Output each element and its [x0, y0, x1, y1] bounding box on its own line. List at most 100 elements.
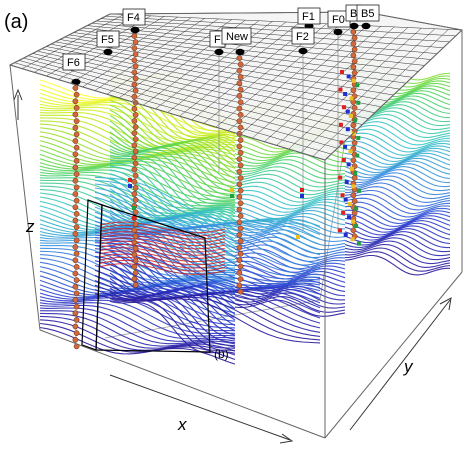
axis-arrows	[13, 88, 452, 444]
sample-marker	[341, 105, 346, 110]
well-sample-dot	[350, 29, 357, 35]
layer-line	[234, 240, 346, 259]
sample-marker	[343, 232, 348, 237]
sample-marker	[340, 193, 345, 198]
layer-line	[39, 162, 236, 199]
well-sample-dot	[72, 323, 79, 330]
sample-marker	[343, 197, 348, 202]
well-sample-dot	[72, 177, 79, 184]
sample-marker	[338, 122, 343, 127]
layer-line	[39, 153, 236, 192]
layer-line	[344, 172, 451, 192]
layer-line	[234, 225, 346, 243]
layer-line	[94, 234, 321, 283]
fault-zone-line	[99, 247, 226, 259]
well-sample-dot	[72, 310, 79, 317]
layer-line	[344, 182, 451, 203]
grid-line	[87, 25, 431, 60]
well-sample-dot	[236, 67, 243, 74]
well-sample-dot	[73, 158, 80, 164]
layer-line	[234, 202, 346, 217]
well-sample-dot	[73, 290, 80, 297]
layer-line	[39, 299, 236, 334]
well-sample-dot	[131, 227, 138, 234]
layer-line	[39, 100, 236, 136]
layer-line	[234, 209, 346, 223]
well-sample-dot	[132, 87, 139, 94]
well-sample-dot	[73, 184, 80, 191]
layer-line	[94, 211, 321, 265]
sample-marker	[351, 78, 356, 83]
well-sample-dot	[73, 303, 80, 310]
well-sample-dot	[73, 237, 80, 244]
well-sample-dot	[73, 330, 80, 336]
layer-line	[344, 160, 451, 175]
well-sample-dot	[72, 257, 79, 264]
well-sample-dot	[73, 118, 80, 124]
well-sample-dot	[132, 209, 139, 215]
well-sample-dot	[131, 191, 138, 197]
fault-zone-line	[99, 221, 226, 234]
sample-marker	[356, 188, 361, 193]
layer-line	[344, 144, 451, 163]
layer-line	[39, 165, 235, 201]
layer-line	[234, 222, 346, 238]
layer-line	[235, 236, 346, 255]
well-sample-dot	[72, 270, 79, 277]
layer-line	[344, 209, 451, 228]
well-sample-dot	[237, 250, 244, 257]
layer-line	[39, 117, 236, 153]
layer-line	[344, 148, 451, 166]
well-sample-dot	[72, 217, 79, 224]
well-sample-dot	[237, 276, 244, 282]
grid-line	[64, 36, 400, 90]
layer-line	[234, 185, 346, 203]
inset-frame	[81, 199, 211, 353]
layer-line	[344, 231, 450, 249]
layer-line	[344, 128, 451, 150]
well-sample-dot	[236, 80, 243, 87]
fault-zone-line	[99, 240, 226, 253]
layer-line	[39, 284, 236, 322]
well-sample-dot	[73, 131, 80, 138]
well-label-box	[297, 7, 321, 25]
well-sample-dot	[237, 238, 244, 245]
well-sample-dot	[132, 136, 139, 143]
well-sample-dot	[73, 277, 80, 283]
grid-line	[14, 62, 332, 155]
layer-line	[109, 151, 236, 206]
layer-line	[344, 189, 451, 211]
well-head-marker	[235, 48, 245, 56]
well-sample-dot	[73, 250, 80, 257]
well-sample-dot	[351, 139, 358, 146]
well-sample-dot	[132, 257, 139, 264]
grid-line	[91, 23, 438, 54]
layer-line	[109, 131, 236, 190]
layer-line	[109, 125, 236, 185]
well-sample-dot	[351, 34, 358, 41]
layer-line	[344, 254, 450, 276]
well-head-marker	[71, 78, 81, 86]
sample-marker	[354, 224, 359, 228]
sample-marker	[128, 184, 132, 188]
well-label-box	[96, 30, 120, 48]
well-label: F1	[302, 11, 315, 23]
sample-marker	[350, 237, 355, 242]
sample-marker	[343, 92, 348, 96]
sample-marker	[339, 140, 344, 145]
well-label: F	[214, 34, 221, 46]
well-head-marker	[130, 26, 140, 34]
well-sample-dot	[351, 174, 358, 181]
well-sample-dot	[236, 143, 243, 150]
well-sample-dot	[73, 105, 80, 111]
layer-line	[234, 219, 346, 234]
well-sample-dot	[73, 171, 80, 177]
layer-line	[94, 179, 321, 231]
well-label-box	[356, 4, 380, 22]
well-sample-dot	[237, 225, 244, 232]
fault-zone-line	[99, 237, 226, 250]
well-sample-dot	[72, 230, 79, 237]
well-sample-dot	[131, 251, 138, 258]
layer-line	[344, 186, 451, 207]
